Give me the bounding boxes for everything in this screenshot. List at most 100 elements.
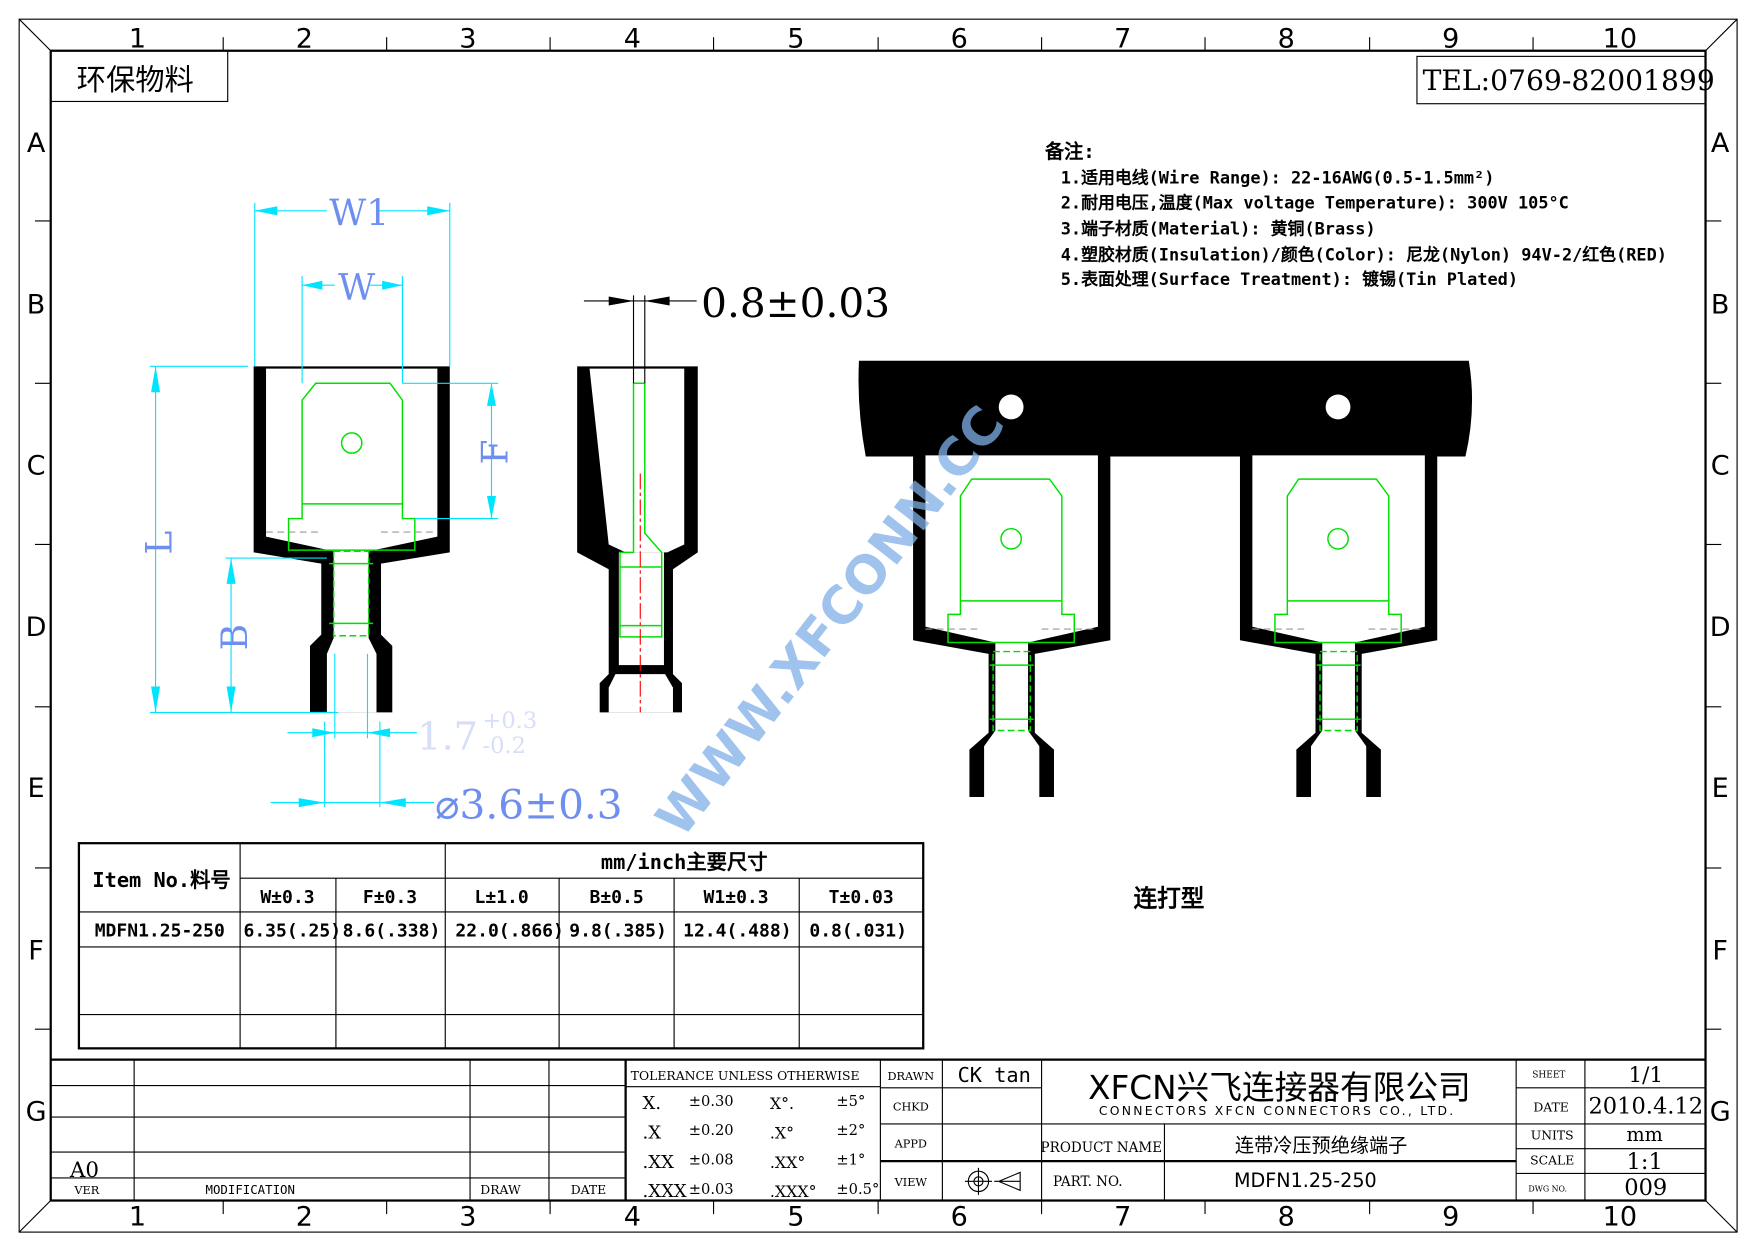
frame-column-label: 9 [1442,23,1459,54]
frame-row-label: F [28,935,44,966]
frame-column-label: 4 [624,1201,641,1232]
part-no-label: PART. NO. [1053,1174,1123,1190]
eco-label: 环保物料 [77,63,194,97]
frame-column-label: 1 [129,23,146,54]
spec-column-header: W1±0.3 [704,887,769,908]
draw-label: DRAW [480,1182,521,1197]
company-name-cn: XFCN兴飞连接器有限公司 [1088,1069,1471,1107]
frame-column-label: 10 [1603,23,1637,54]
tel-number: TEL:0769-82001899 [1423,64,1715,97]
dim-hole-tol-minus: -0.2 [482,733,525,759]
frame-column-label: 5 [787,23,804,54]
strip-type-label: 连打型 [1133,884,1204,912]
company-name-en: CONNECTORS XFCN CONNECTORS CO., LTD. [1099,1103,1456,1118]
frame-column-label: 5 [787,1201,804,1232]
dwg-no-value: 009 [1624,1175,1667,1201]
tolerance-angle-value: ±5° [836,1093,865,1110]
units-label: UNITS [1531,1128,1574,1143]
spec-value: 0.8(.031) [809,921,907,942]
pilot-hole [1325,394,1351,420]
tolerance-precision: X. [643,1093,662,1114]
spec-value: 9.8(.385) [569,921,667,942]
chkd-label: CHKD [893,1100,929,1113]
frame-column-label: 1 [129,1201,146,1232]
spec-column-header: W±0.3 [260,887,314,908]
dim-hole-tol-plus: +0.3 [482,708,537,734]
appd-label: APPD [894,1138,927,1151]
frame-column-label: 6 [951,23,968,54]
modification-label: MODIFICATION [206,1182,295,1197]
note-item: 2.耐用电压,温度(Max voltage Temperature): 300V… [1061,193,1569,213]
tolerance-value: ±0.03 [689,1181,734,1198]
item-no-header: Item No.料号 [92,868,230,892]
units-value: mm [1626,1123,1662,1146]
tolerance-angle-precision: .X° [770,1124,794,1143]
dim-l-label: L [138,531,180,555]
scale-label: SCALE [1530,1152,1574,1167]
frame-column-label: 10 [1603,1201,1637,1232]
dim-w-label: W [338,267,375,309]
notes: 备注: 1.适用电线(Wire Range): 22-16AWG(0.5-1.5… [1044,140,1667,289]
frame-row-label: A [1711,128,1730,159]
sheet-label: SHEET [1532,1071,1565,1081]
frame-column-label: 7 [1114,23,1131,54]
frame-row-label: F [1712,935,1728,966]
part-no: MDFN1.25-250 [1234,1169,1377,1192]
dimension-group-header: mm/inch主要尺寸 [601,850,768,874]
notes-title: 备注: [1044,140,1095,163]
spec-item-no: MDFN1.25-250 [95,921,225,942]
spec-value: 22.0(.866) [455,921,563,942]
drawn-label: DRAWN [887,1070,934,1083]
frame-column-label: 8 [1278,23,1295,54]
tolerance-angle-precision: .XXX° [770,1182,817,1201]
date-label: DATE [1533,1099,1568,1114]
tolerance-angle-precision: .XX° [770,1153,805,1172]
ver-label: VER [73,1184,99,1197]
tolerance-angle-value: ±0.5° [836,1181,879,1198]
revision-ver-value: A0 [69,1158,99,1183]
note-item: 5.表面处理(Surface Treatment): 镀锡(Tin Plated… [1061,269,1518,289]
dim-f-label: F [474,439,516,464]
tel-box [1416,55,1707,105]
tolerance-angle-precision: X°. [770,1094,794,1113]
dim-thickness-label: 0.8±0.03 [701,279,890,327]
spec-column-header: B±0.5 [589,887,643,908]
note-item: 3.端子材质(Material): 黄铜(Brass) [1061,218,1376,238]
tolerance-angle-value: ±2° [836,1122,865,1139]
product-name-label: PRODUCT NAME [1041,1140,1163,1156]
tolerance-value: ±0.30 [689,1093,734,1110]
tolerance-precision: .X [643,1123,662,1144]
strip-view: 连打型 [858,360,1473,912]
frame-row-label: E [1712,773,1729,804]
frame-column-label: 7 [1114,1201,1131,1232]
spec-column-header: F±0.3 [363,887,417,908]
spec-value: 12.4(.488) [683,921,791,942]
note-item: 1.适用电线(Wire Range): 22-16AWG(0.5-1.5mm²) [1061,168,1495,188]
frame-row-label: C [27,451,46,482]
dim-diameter-label: ⌀3.6±0.3 [435,780,623,828]
sheet-value: 1/1 [1629,1063,1663,1088]
dim-w1-label: W1 [329,192,389,234]
frame-row-label: G [1710,1096,1731,1127]
frame-column-label: 9 [1442,1201,1459,1232]
note-item: 4.塑胶材质(Insulation)/颜色(Color): 尼龙(Nylon) … [1061,244,1667,264]
date-value: 2010.4.12 [1588,1094,1703,1120]
frame-column-label: 2 [296,23,313,54]
frame-column-label: 4 [624,23,641,54]
frame-row-label: D [1710,612,1731,643]
projection-symbol-icon [964,1167,1021,1195]
eco-label-box [50,50,229,103]
spec-value: 6.35(.25) [243,921,341,942]
tolerance-angle-value: ±1° [836,1151,865,1168]
frame-column-label: 8 [1278,1201,1295,1232]
title-block: A0 VER MODIFICATION DRAW DATE TOLERANCE … [50,1058,1706,1202]
frame-column-label: 2 [296,1201,313,1232]
side-view: 0.8±0.03 [577,279,890,713]
frame-row-label: G [26,1096,47,1127]
drawn-value: CK tan [958,1063,1031,1087]
strip-terminal [1239,455,1438,797]
product-name: 连带冷压预绝缘端子 [1235,1134,1407,1157]
